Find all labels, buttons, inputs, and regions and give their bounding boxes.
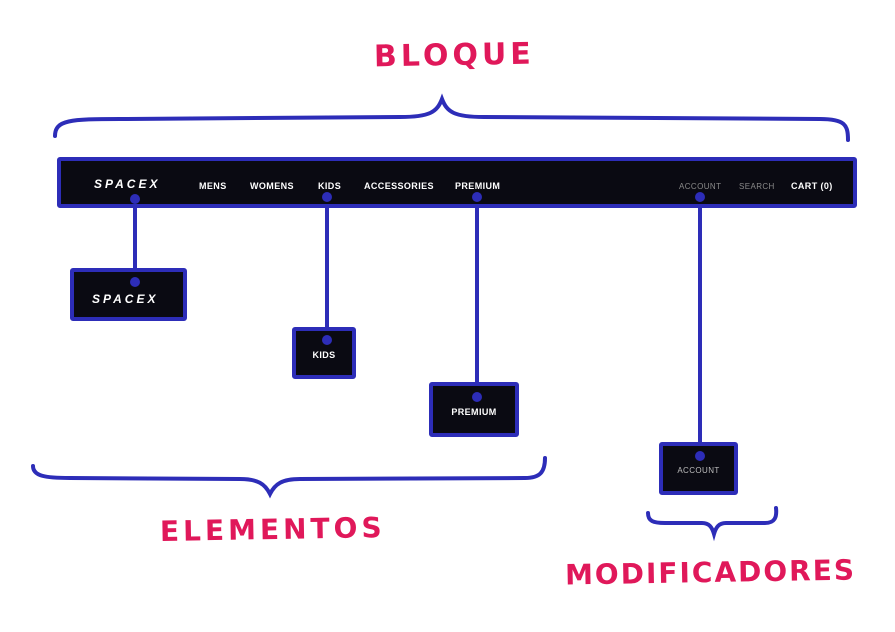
nav-item-accessories[interactable]: ACCESSORIES xyxy=(364,181,434,191)
nav-item-search[interactable]: SEARCH xyxy=(739,182,775,191)
dot-callout-premium xyxy=(472,392,482,402)
dot-callout-logo xyxy=(130,277,140,287)
nav-item-womens[interactable]: WOMENS xyxy=(250,181,294,191)
dot-callout-kids xyxy=(322,335,332,345)
dot-kids xyxy=(322,192,332,202)
nav-item-kids[interactable]: KIDS xyxy=(318,181,342,191)
brace-elementos xyxy=(31,456,547,499)
callout-premium: PREMIUM xyxy=(429,382,519,437)
brace-bloque xyxy=(53,93,850,142)
brace-modificadores xyxy=(646,506,779,542)
callout-account-text: ACCOUNT xyxy=(677,466,720,475)
dot-account xyxy=(695,192,705,202)
nav-item-mens[interactable]: MENS xyxy=(199,181,227,191)
callout-logo-text: SPACEX xyxy=(92,292,159,306)
callout-account: ACCOUNT xyxy=(659,442,738,495)
navbar-block: SPACEX MENS WOMENS KIDS ACCESSORIES PREM… xyxy=(57,157,857,208)
dot-premium xyxy=(472,192,482,202)
nav-item-cart[interactable]: CART (0) xyxy=(791,181,833,191)
dot-callout-account xyxy=(695,451,705,461)
callout-premium-text: PREMIUM xyxy=(451,407,497,417)
callout-logo: SPACEX xyxy=(70,268,187,321)
spacex-logo[interactable]: SPACEX xyxy=(94,177,161,191)
nav-item-account[interactable]: ACCOUNT xyxy=(679,182,722,191)
callout-kids-text: KIDS xyxy=(312,350,336,360)
dot-logo xyxy=(130,194,140,204)
callout-kids: KIDS xyxy=(292,327,356,379)
nav-item-premium[interactable]: PREMIUM xyxy=(455,181,501,191)
